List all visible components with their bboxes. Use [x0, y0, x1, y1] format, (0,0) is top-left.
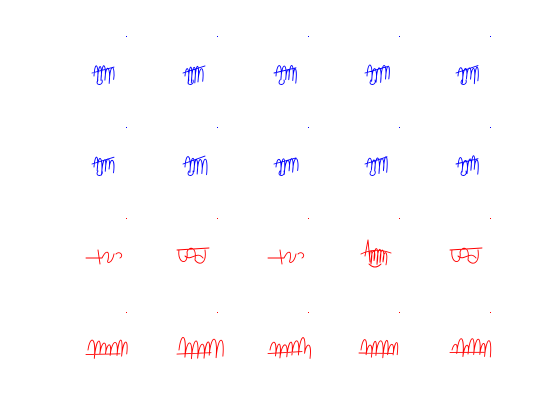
signature-stroke — [364, 156, 388, 176]
signature-stroke — [176, 337, 224, 360]
corner-dot — [308, 218, 309, 219]
signature-stroke — [176, 247, 210, 264]
corner-dot — [399, 218, 400, 219]
signature-cell-sig-b — [163, 44, 223, 104]
signature-icon — [85, 339, 128, 359]
signature-icon — [449, 338, 492, 358]
signature-stroke — [364, 64, 390, 85]
signature-icon — [455, 65, 479, 85]
signature-stroke — [449, 247, 483, 264]
corner-dot — [399, 36, 400, 37]
signature-cell-sig-m — [254, 226, 314, 286]
corner-dot — [217, 218, 218, 219]
signature-stroke — [273, 157, 299, 176]
signature-icon — [364, 64, 390, 85]
signature-cell-sig-r — [254, 320, 314, 380]
signature-stroke — [85, 339, 128, 359]
signature-icon — [360, 239, 392, 268]
signature-icon — [273, 157, 299, 176]
signature-cell-sig-l — [163, 226, 223, 286]
signature-stroke — [455, 155, 479, 176]
corner-dot — [217, 127, 218, 128]
signature-icon — [449, 247, 483, 264]
signature-cell-sig-o — [436, 226, 496, 286]
signature-icon — [273, 65, 297, 85]
corner-dot — [399, 127, 400, 128]
signature-cell-sig-n — [345, 226, 405, 286]
signature-icon — [455, 155, 479, 176]
corner-dot — [490, 218, 491, 219]
signature-icon — [267, 337, 311, 359]
corner-dot — [217, 312, 218, 313]
signature-stroke — [455, 65, 479, 85]
signature-stroke — [85, 249, 123, 265]
corner-dot — [308, 36, 309, 37]
signature-icon — [176, 247, 210, 264]
corner-dot — [399, 312, 400, 313]
signature-cell-sig-k — [72, 226, 132, 286]
signature-icon — [85, 249, 123, 265]
corner-dot — [490, 312, 491, 313]
signature-icon — [182, 155, 208, 176]
signature-stroke — [91, 65, 115, 85]
signature-cell-sig-e — [436, 44, 496, 104]
corner-dot — [217, 36, 218, 37]
signature-cell-sig-q — [163, 320, 224, 380]
signature-stroke — [267, 337, 311, 359]
corner-dot — [126, 218, 127, 219]
signature-cell-sig-s — [345, 320, 405, 380]
corner-dot — [490, 36, 491, 37]
signature-stroke — [358, 339, 399, 359]
corner-dot — [126, 312, 127, 313]
signature-cell-sig-h — [254, 135, 314, 195]
signature-icon — [176, 337, 224, 360]
signature-stroke — [182, 155, 208, 176]
signature-stroke — [91, 156, 115, 176]
signature-icon — [182, 65, 206, 85]
signature-cell-sig-a — [72, 44, 132, 104]
signature-stroke — [267, 249, 305, 265]
signature-stroke — [449, 338, 492, 358]
signature-cell-sig-j — [436, 135, 496, 195]
signature-cell-sig-f — [72, 135, 132, 195]
signature-icon — [91, 156, 115, 176]
signature-cell-sig-c — [254, 44, 314, 104]
corner-dot — [490, 127, 491, 128]
corner-dot — [126, 127, 127, 128]
corner-dot — [308, 312, 309, 313]
corner-dot — [126, 36, 127, 37]
signature-icon — [364, 156, 388, 176]
signature-stroke — [182, 65, 206, 85]
corner-dot — [308, 127, 309, 128]
signature-icon — [267, 249, 305, 265]
signature-icon — [91, 65, 115, 85]
signature-cell-sig-t — [436, 320, 496, 380]
signature-cell-sig-d — [345, 44, 405, 104]
signature-stroke — [360, 239, 392, 268]
signature-cell-sig-p — [72, 320, 132, 380]
signature-cell-sig-g — [163, 135, 223, 195]
signature-cell-sig-i — [345, 135, 405, 195]
signature-icon — [358, 339, 399, 359]
signature-stroke — [273, 65, 297, 85]
